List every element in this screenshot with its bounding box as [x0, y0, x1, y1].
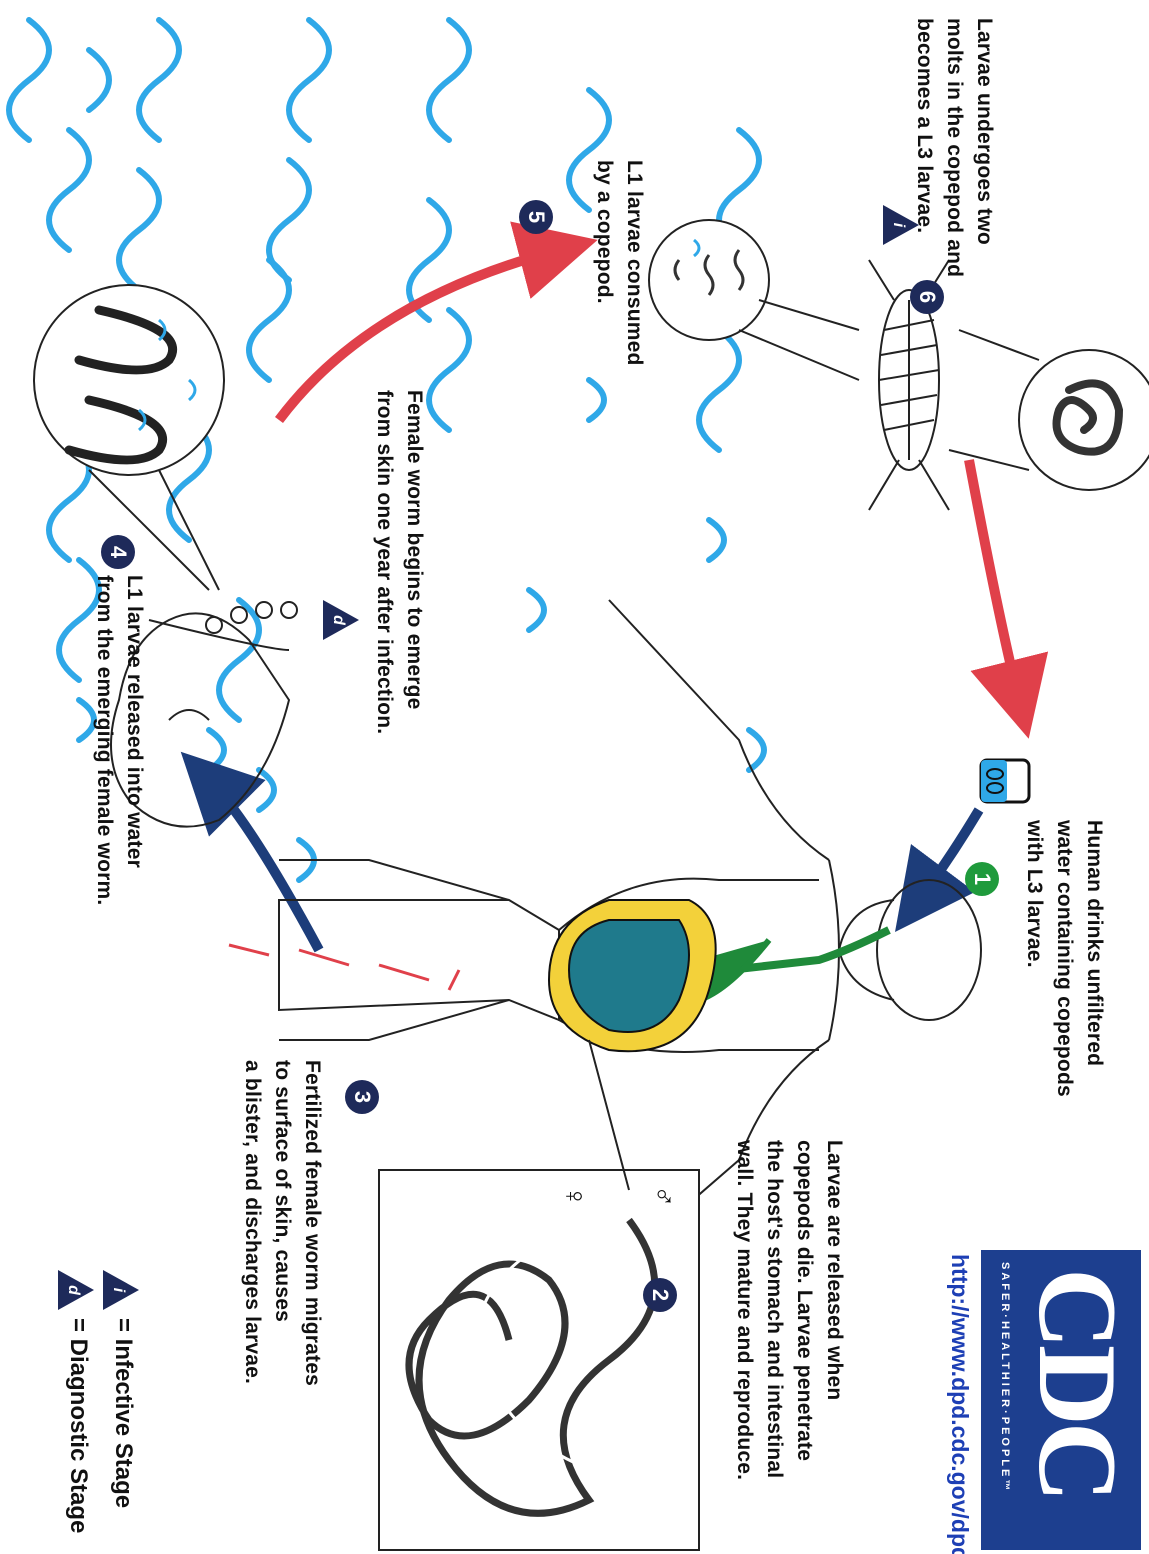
cdc-logo-text: CDC [1017, 1268, 1137, 1499]
cdc-logo-tagline: SAFER·HEALTHIER·PEOPLE™ [999, 1262, 1011, 1493]
male-symbol-icon: ♂ [649, 1185, 679, 1208]
glass-icon [981, 760, 1029, 802]
step-1-badge: 1 [965, 862, 999, 896]
legend-diagnostic-letter: d [64, 1270, 82, 1310]
magnified-larva-top-circle [949, 330, 1149, 490]
magnified-copepods-circle [649, 220, 859, 380]
female-symbol-icon: ♀ [559, 1185, 589, 1208]
cdc-logo: CDC SAFER·HEALTHIER·PEOPLE™ [981, 1250, 1141, 1550]
legend-infective-text: = Infective Stage [109, 1318, 137, 1508]
emerge-text: Female worm begins to emerge from skin o… [369, 390, 429, 734]
step-4-text: L1 larvae released into water from the e… [89, 575, 149, 905]
step-3-badge: 3 [345, 1080, 379, 1114]
step-2-badge: 2 [643, 1278, 677, 1312]
arrow-copepod-to-water [969, 460, 1019, 700]
legend-diagnostic-text: = Diagnostic Stage [64, 1318, 92, 1533]
step-3-text: Fertilized female worm migrates to surfa… [237, 1060, 327, 1386]
step-5-text: L1 larvae consumed by a copepod. [589, 160, 649, 366]
step-6-text: Larvae undergoes two molts in the copepo… [909, 18, 999, 277]
diagnostic-stage-letter: d [329, 600, 347, 640]
step-2-text: Larvae are released when copepods die. L… [729, 1140, 849, 1480]
step-4-badge: 4 [101, 535, 135, 569]
step-1-text: Human drinks unfiltered water containing… [1019, 820, 1109, 1097]
step-5-badge: 5 [519, 200, 553, 234]
worm-in-leg [229, 945, 459, 990]
infective-stage-letter: i [889, 205, 907, 245]
legend-infective-letter: i [109, 1270, 127, 1310]
step-6-badge: 6 [910, 280, 944, 314]
cdc-url-link[interactable]: http://www.dpd.cdc.gov/dpdx [946, 1254, 973, 1554]
